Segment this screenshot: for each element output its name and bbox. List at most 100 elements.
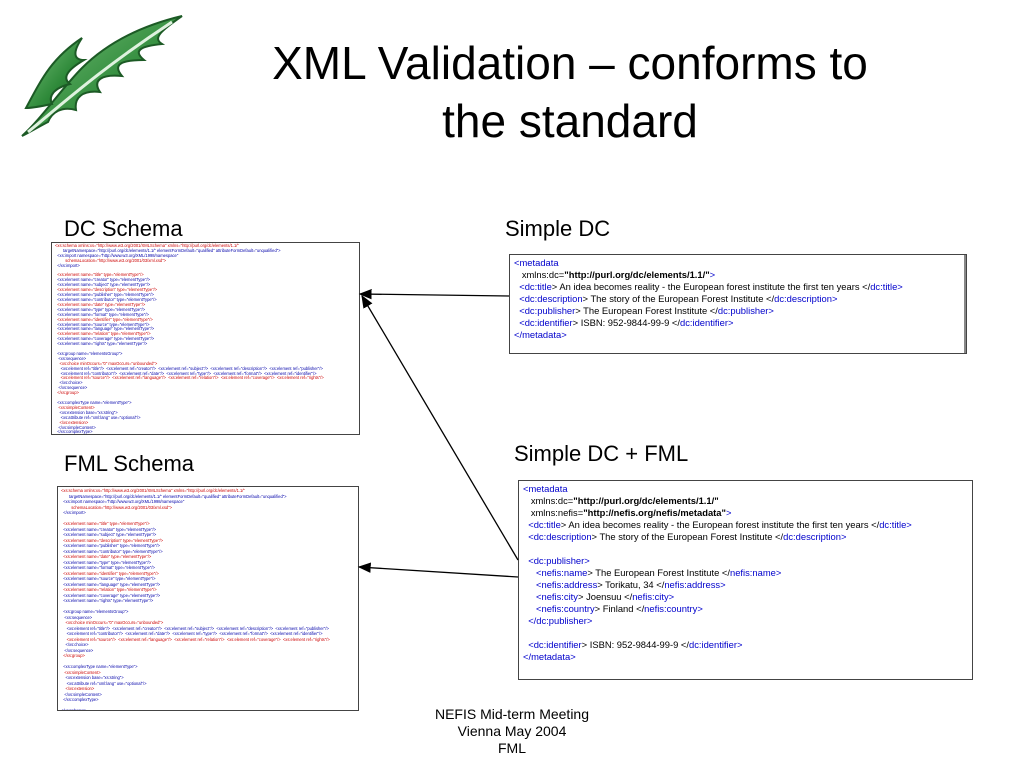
schema-line: </xs:sequence> [61,647,94,653]
xml-tag-name: nefis:city [541,591,578,602]
xml-line: <dc:identifier> ISBN: 952-9844-99-9 </dc… [514,317,962,329]
xml-line: </dc:publisher> [523,615,968,627]
xml-content: > Torikatu, 34 </ [597,579,665,590]
xml-prefix: < [523,591,542,602]
xml-tag-name: dc:publisher [524,305,576,316]
xml-prefix: < [514,293,525,304]
dc-schema-label: DC Schema [64,216,183,241]
footer: NEFIS Mid-term Meeting Vienna May 2004 F… [390,706,634,757]
schema-line: <xs:group name="elementsGroup"> [55,350,123,356]
xml-prefix: < [523,483,529,494]
schema-line: <xs:element name="subject" type="element… [61,532,157,537]
xml-tag-name: dc:description [533,531,592,542]
simple-dc-fml-panel: <metadata xmlns:dc="http://purl.org/dc/e… [518,480,973,680]
xml-close: > [725,507,732,518]
schema-line: <xs:element name="format" type="elementT… [55,311,149,317]
schema-line: </xs:choice> [61,642,89,647]
xml-content: > [584,555,590,566]
xml-prefix: xmlns:nefis= [523,507,584,518]
xml-line: xmlns:nefis="http://nefis.org/nefis/meta… [523,507,968,519]
xml-line: </metadata> [514,329,962,341]
schema-line: schemaLocation="http://www.w3.org/2001/0… [55,257,166,263]
dc-schema-code: <xs:schema xmlns:xs="http://www.w3.org/2… [52,243,359,435]
xml-prefix: < [523,531,534,542]
schema-line: <xs:element name="relation" type="elemen… [55,331,151,337]
dc-schema-panel: <xs:schema xmlns:xs="http://www.w3.org/2… [51,242,360,435]
xml-content: > Joensuu </ [577,591,633,602]
schema-line: <xs:sequence> [55,355,87,361]
fml-schema-panel: <xs:schema xmlns:xs="http://www.w3.org/2… [57,486,359,711]
xml-line: <nefis:country> Finland </nefis:country> [523,603,968,615]
xml-tag-name: metadata [519,257,559,268]
schema-line: <xs:simpleContent> [61,669,101,675]
fml-schema-code: <xs:schema xmlns:xs="http://www.w3.org/2… [58,487,358,711]
xml-prefix: < [523,555,534,566]
xml-prefix: </ [523,651,532,662]
schema-line: <xs:element ref="contributor"/> <xs:elem… [61,631,323,636]
xml-close: dc:description> [783,531,847,542]
schema-line: <xs:element name="title" type="elementTy… [61,521,150,526]
xml-content: > The European Forest Institute </ [587,567,730,578]
schema-line: <xs:attribute ref="xml:lang" use="option… [61,680,147,686]
schema-line: <xs:element ref="source"/> <xs:element r… [61,636,330,642]
schema-line: <xs:element name="language" type="elemen… [61,581,161,587]
schema-line: </xs:complexType> [61,697,99,702]
schema-line: <xs:element ref="title"/> <xs:element re… [55,365,323,371]
xml-content: > [586,615,593,626]
xml-close: nefis:address> [664,579,726,590]
schema-line: <xs:element name="contributor" type="ele… [61,548,163,554]
schema-line: </xs:group> [55,390,79,396]
schema-line: schemaLocation="http://www.w3.org/2001/0… [61,504,172,510]
schema-line: <xs:element name="source" type="elementT… [61,576,156,581]
simple-dc-label: Simple DC [505,216,611,241]
schema-line: </xs:complexType> [55,429,93,435]
schema-line: </xs:group> [61,653,85,658]
xml-content: > Finland </ [594,603,645,614]
schema-line: <xs:extension base="xs:string"> [61,675,124,680]
schema-line: <xs:choice minOccurs="0" maxOccurs="unbo… [61,620,164,625]
xml-line: xmlns:dc="http://purl.org/dc/elements/1.… [514,269,962,281]
xml-close: dc:identifier> [680,317,734,328]
xml-content: > ISBN: 952-9844-99-9 </ [572,317,680,328]
xml-prefix: < [523,579,542,590]
xml-close: dc:title> [879,519,912,530]
schema-line: targetNamespace="http://purl.org/dc/elem… [61,493,287,499]
xml-prefix: < [523,519,534,530]
xml-content: > [570,651,576,662]
schema-line: </xs:import> [55,262,80,268]
schema-line: <xs:element name="rights" type="elementT… [55,341,148,347]
xml-content: > The story of the European Forest Insti… [582,293,775,304]
xml-content: > ISBN: 952-9844-99-9 </ [581,639,689,650]
xml-line: <metadata [523,483,968,495]
xml-close: dc:identifier> [689,639,743,650]
schema-line: </xs:import> [61,510,86,515]
footer-line-2: Vienna May 2004 [457,723,567,739]
xml-line: <dc:title> An idea becomes reality - the… [514,281,962,293]
schema-line: <xs:element name="relation" type="elemen… [61,587,157,592]
schema-line: targetNamespace="http://purl.org/dc/elem… [55,247,281,253]
xml-close: dc:title> [870,281,903,292]
xml-prefix: xmlns:dc= [514,269,565,280]
schema-line: <xs:import namespace="http://www.w3.org/… [61,499,185,504]
schema-line: <xs:element name="type" type="elementTyp… [61,559,152,565]
schema-line: <xs:element name="subject" type="element… [55,282,151,288]
xml-prefix: < [514,305,525,316]
xml-line: xmlns:dc="http://purl.org/dc/elements/1.… [523,495,968,507]
xml-prefix: < [523,567,542,578]
schema-line: <xs:element name="rights" type="elementT… [61,598,154,603]
schema-line: </xs:sequence> [55,385,88,391]
xml-tag-name: dc:title [533,519,561,530]
xml-content: "http://nefis.org/nefis/metadata" [583,507,726,518]
xml-content: > An idea becomes reality - the European… [560,519,880,530]
schema-line: <xs:complexType name="elementType"> [61,664,138,669]
schema-line: </xs:schema> [61,708,87,711]
schema-line: <xs:element name="source" type="elementT… [55,321,150,327]
schema-line: <xs:element name="description" type="ele… [61,537,164,543]
fml-schema-label: FML Schema [64,451,195,476]
xml-content: > The story of the European Forest Insti… [591,531,784,542]
xml-content: > The European Forest Institute </ [575,305,718,316]
scrollbar[interactable] [964,255,966,353]
simple-dc-panel: < metadata xmlns:dc="http://purl.org/dc/e… [509,254,967,354]
xml-tag-name: dc:description [524,293,583,304]
xml-close: dc:description> [774,293,838,304]
